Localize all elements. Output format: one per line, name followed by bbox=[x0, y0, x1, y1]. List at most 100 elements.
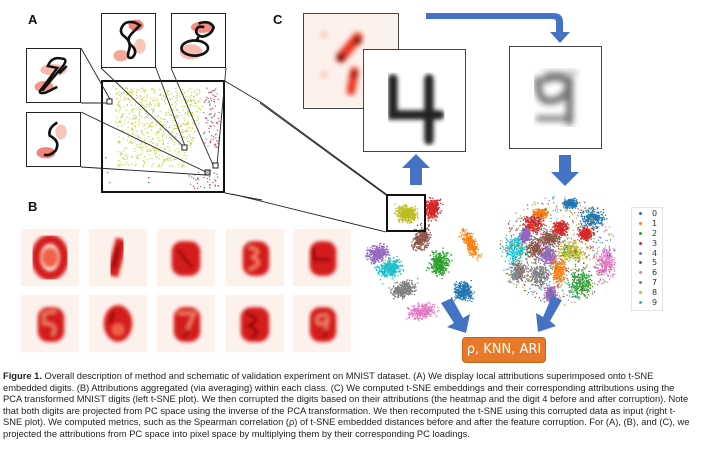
tsne-point bbox=[429, 205, 431, 208]
tsne-point bbox=[386, 249, 388, 251]
tsne-point bbox=[431, 258, 434, 260]
tsne-point bbox=[469, 233, 471, 235]
tsne-point bbox=[384, 259, 386, 261]
tsne-point bbox=[405, 212, 407, 214]
scatter-point bbox=[186, 136, 189, 138]
scatter-point bbox=[183, 149, 185, 151]
tsne-point bbox=[412, 237, 415, 240]
tsne-point bbox=[540, 210, 542, 213]
class-attribution-heatmap-0 bbox=[21, 229, 79, 286]
heatmap-image bbox=[293, 229, 351, 286]
tsne-point bbox=[397, 285, 399, 287]
tsne-point bbox=[407, 212, 410, 214]
scatter-point bbox=[119, 161, 121, 163]
scatter-point bbox=[189, 96, 191, 98]
tsne-point bbox=[389, 260, 391, 263]
tsne-point bbox=[396, 267, 398, 269]
tsne-point bbox=[430, 258, 432, 260]
tsne-point bbox=[531, 214, 534, 216]
scatter-point bbox=[185, 158, 187, 160]
tsne-point bbox=[534, 232, 537, 234]
tsne-point bbox=[540, 223, 542, 225]
tsne-point bbox=[426, 240, 429, 242]
tsne-point bbox=[474, 253, 476, 255]
tsne-point bbox=[441, 277, 443, 280]
tsne-point bbox=[381, 271, 383, 273]
tsne-point bbox=[429, 313, 431, 315]
scatter-point bbox=[126, 103, 128, 105]
tsne-point bbox=[402, 298, 404, 300]
scatter-point bbox=[117, 141, 119, 143]
tsne-point bbox=[565, 199, 567, 202]
tsne-point bbox=[418, 247, 420, 249]
scatter-point bbox=[181, 164, 184, 166]
tsne-point bbox=[461, 292, 463, 294]
tsne-point bbox=[435, 274, 438, 277]
scatter-point bbox=[135, 121, 137, 124]
tsne-point bbox=[388, 254, 390, 256]
tsne-point bbox=[471, 242, 474, 244]
tsne-point bbox=[451, 260, 453, 262]
tsne-point bbox=[475, 249, 477, 251]
tsne-point bbox=[470, 295, 472, 297]
tsne-point bbox=[436, 269, 438, 271]
scatter-point bbox=[162, 87, 164, 89]
scatter-point bbox=[187, 121, 189, 123]
tsne-point bbox=[421, 244, 423, 246]
scatter-point bbox=[123, 158, 125, 160]
scatter-point bbox=[198, 100, 200, 102]
panel-label-b: B bbox=[28, 199, 38, 214]
scatter-point bbox=[198, 122, 200, 125]
tsne-point bbox=[383, 272, 385, 274]
tsne-point bbox=[397, 270, 399, 273]
tsne-point bbox=[456, 295, 458, 297]
scatter-point bbox=[169, 126, 171, 128]
tsne-point bbox=[384, 267, 387, 269]
scatter-point bbox=[207, 119, 209, 121]
tsne-point bbox=[526, 226, 528, 228]
tsne-point bbox=[545, 207, 547, 210]
scatter-point bbox=[130, 109, 132, 111]
tsne-point bbox=[386, 268, 388, 270]
tsne-point bbox=[408, 314, 410, 316]
tsne-point bbox=[541, 212, 543, 214]
tsne-point bbox=[473, 241, 475, 243]
tsne-point bbox=[476, 246, 478, 248]
tsne-point bbox=[466, 286, 468, 288]
tsne-point bbox=[384, 262, 387, 264]
scatter-point bbox=[134, 150, 136, 152]
tsne-point bbox=[440, 268, 442, 270]
scatter-point bbox=[115, 110, 117, 112]
tsne-point bbox=[384, 270, 387, 273]
tsne-point bbox=[536, 233, 538, 235]
tsne-point bbox=[412, 309, 414, 311]
scatter-point bbox=[168, 137, 170, 139]
tsne-point bbox=[405, 283, 407, 285]
tsne-point bbox=[419, 310, 421, 312]
tsne-point bbox=[467, 291, 470, 294]
tsne-point bbox=[432, 210, 434, 212]
tsne-point bbox=[378, 253, 380, 255]
scatter-point bbox=[167, 159, 169, 162]
tsne-point bbox=[405, 208, 408, 210]
tsne-point bbox=[573, 204, 575, 206]
tsne-point bbox=[427, 302, 430, 304]
tsne-point bbox=[381, 247, 383, 249]
tsne-point bbox=[436, 199, 439, 201]
tsne-point bbox=[533, 217, 535, 220]
tsne-point bbox=[460, 280, 462, 283]
scatter-point bbox=[216, 123, 219, 125]
tsne-point bbox=[394, 262, 396, 264]
tsne-point bbox=[437, 260, 439, 262]
scatter-point bbox=[118, 142, 120, 144]
scatter-point bbox=[152, 99, 154, 101]
tsne-point bbox=[430, 204, 432, 206]
scatter-point bbox=[218, 111, 220, 114]
scatter-point bbox=[135, 97, 137, 100]
tsne-point bbox=[411, 206, 413, 209]
tsne-point bbox=[458, 289, 461, 291]
tsne-point bbox=[381, 264, 383, 266]
tsne-point bbox=[462, 286, 464, 289]
scatter-point bbox=[186, 131, 188, 133]
tsne-point bbox=[378, 273, 380, 276]
